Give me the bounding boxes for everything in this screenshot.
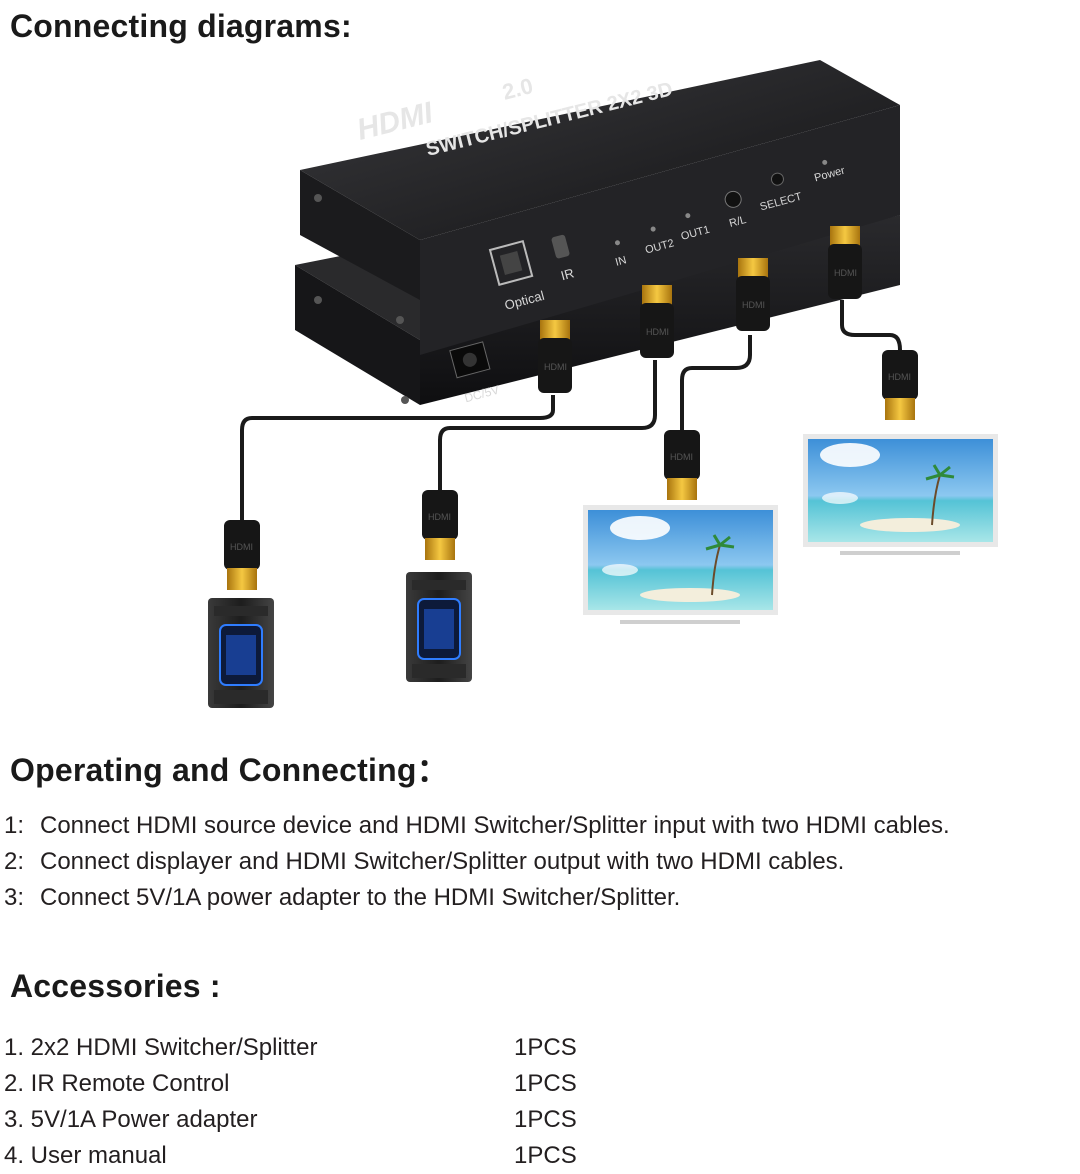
hdmi-plug-in2: HDMI [640, 285, 674, 358]
operating-steps-list: 1: Connect HDMI source device and HDMI Sw… [4, 808, 950, 916]
screw-icon [401, 396, 409, 404]
out1-led-icon [685, 213, 691, 219]
hdmi-plug-out2: HDMI [828, 226, 862, 299]
optical-port-inner [499, 250, 523, 275]
tv-display-2 [803, 434, 998, 555]
hdmi-plug-pc1: HDMI [224, 520, 260, 590]
device-top [300, 60, 900, 240]
tv-display-1 [583, 505, 778, 624]
ir-label: IR [559, 265, 575, 283]
audio-jack-icon [724, 190, 742, 208]
list-item: 4. User manual 1PCS [4, 1138, 577, 1174]
svg-text:HDMI: HDMI [544, 362, 567, 372]
step-number: 2: [4, 848, 25, 875]
cables [240, 300, 902, 520]
svg-text:HDMI: HDMI [670, 452, 693, 462]
hdmi-plug-out1: HDMI [736, 258, 770, 331]
in-led-icon [614, 240, 620, 246]
hdmi-plug-tv2: HDMI [882, 350, 918, 420]
svg-text:HDMI: HDMI [428, 512, 451, 522]
step-number: 1: [4, 812, 25, 839]
device-lower-front [295, 265, 420, 405]
hdmi-plug-in1: HDMI [538, 320, 572, 393]
list-item: 2. IR Remote Control 1PCS [4, 1066, 577, 1102]
step-number: 3: [4, 884, 25, 911]
screw-icon [314, 194, 322, 202]
accessory-qty: 1PCS [514, 1070, 577, 1097]
accessory-qty: 1PCS [514, 1034, 577, 1061]
connecting-diagrams-heading: Connecting diagrams: [10, 8, 352, 44]
dc-jack-hole [462, 352, 477, 367]
optical-port [488, 239, 534, 286]
ir-window [551, 234, 570, 259]
screw-icon [396, 316, 404, 324]
select-button [770, 172, 784, 186]
list-item: 2: Connect displayer and HDMI Switcher/Sp… [4, 844, 950, 880]
step-text: Connect HDMI source device and HDMI Swit… [40, 812, 950, 839]
accessory-qty: 1PCS [514, 1142, 577, 1169]
pc-tower-2 [406, 572, 472, 682]
svg-text:HDMI: HDMI [742, 300, 765, 310]
device-front-left [300, 170, 420, 300]
step-text: Connect 5V/1A power adapter to the HDMI … [40, 884, 681, 911]
accessories-list: 1. 2x2 HDMI Switcher/Splitter 1PCS 2. IR … [4, 1030, 577, 1174]
device-front [420, 105, 900, 355]
svg-text:HDMI: HDMI [888, 372, 911, 382]
switch-splitter-device: HDMI 2.0 SWITCH/SPLITTER 2X2 3D Optical … [295, 60, 900, 405]
svg-text:HDMI: HDMI [646, 327, 669, 337]
accessory-name: 3. 5V/1A Power adapter [4, 1106, 258, 1133]
out2-led-icon [650, 226, 656, 232]
pc-tower-1 [208, 598, 274, 708]
list-item: 1. 2x2 HDMI Switcher/Splitter 1PCS [4, 1030, 577, 1066]
accessories-heading: Accessories : [10, 968, 221, 1004]
power-led-icon [822, 159, 828, 165]
accessory-name: 1. 2x2 HDMI Switcher/Splitter [4, 1034, 318, 1061]
connection-diagram: HDMI 2.0 SWITCH/SPLITTER 2X2 3D Optical … [208, 60, 998, 708]
list-item: 3. 5V/1A Power adapter 1PCS [4, 1102, 577, 1138]
svg-text:HDMI: HDMI [230, 542, 253, 552]
list-item: 1: Connect HDMI source device and HDMI Sw… [4, 808, 950, 844]
hdmi-version: 2.0 [500, 73, 536, 105]
list-item: 3: Connect 5V/1A power adapter to the HDM… [4, 880, 950, 916]
step-text: Connect displayer and HDMI Switcher/Spli… [40, 848, 845, 875]
operating-connecting-heading: Operating and Connecting： [10, 752, 449, 788]
screw-icon [314, 296, 322, 304]
in-led-label: IN [614, 254, 628, 268]
accessory-qty: 1PCS [514, 1106, 577, 1133]
svg-text:HDMI: HDMI [834, 268, 857, 278]
hdmi-plug-tv1: HDMI [664, 430, 700, 500]
accessory-name: 4. User manual [4, 1142, 167, 1169]
accessory-name: 2. IR Remote Control [4, 1070, 230, 1097]
hdmi-plug-pc2: HDMI [422, 490, 458, 560]
rl-label: R/L [728, 214, 748, 230]
